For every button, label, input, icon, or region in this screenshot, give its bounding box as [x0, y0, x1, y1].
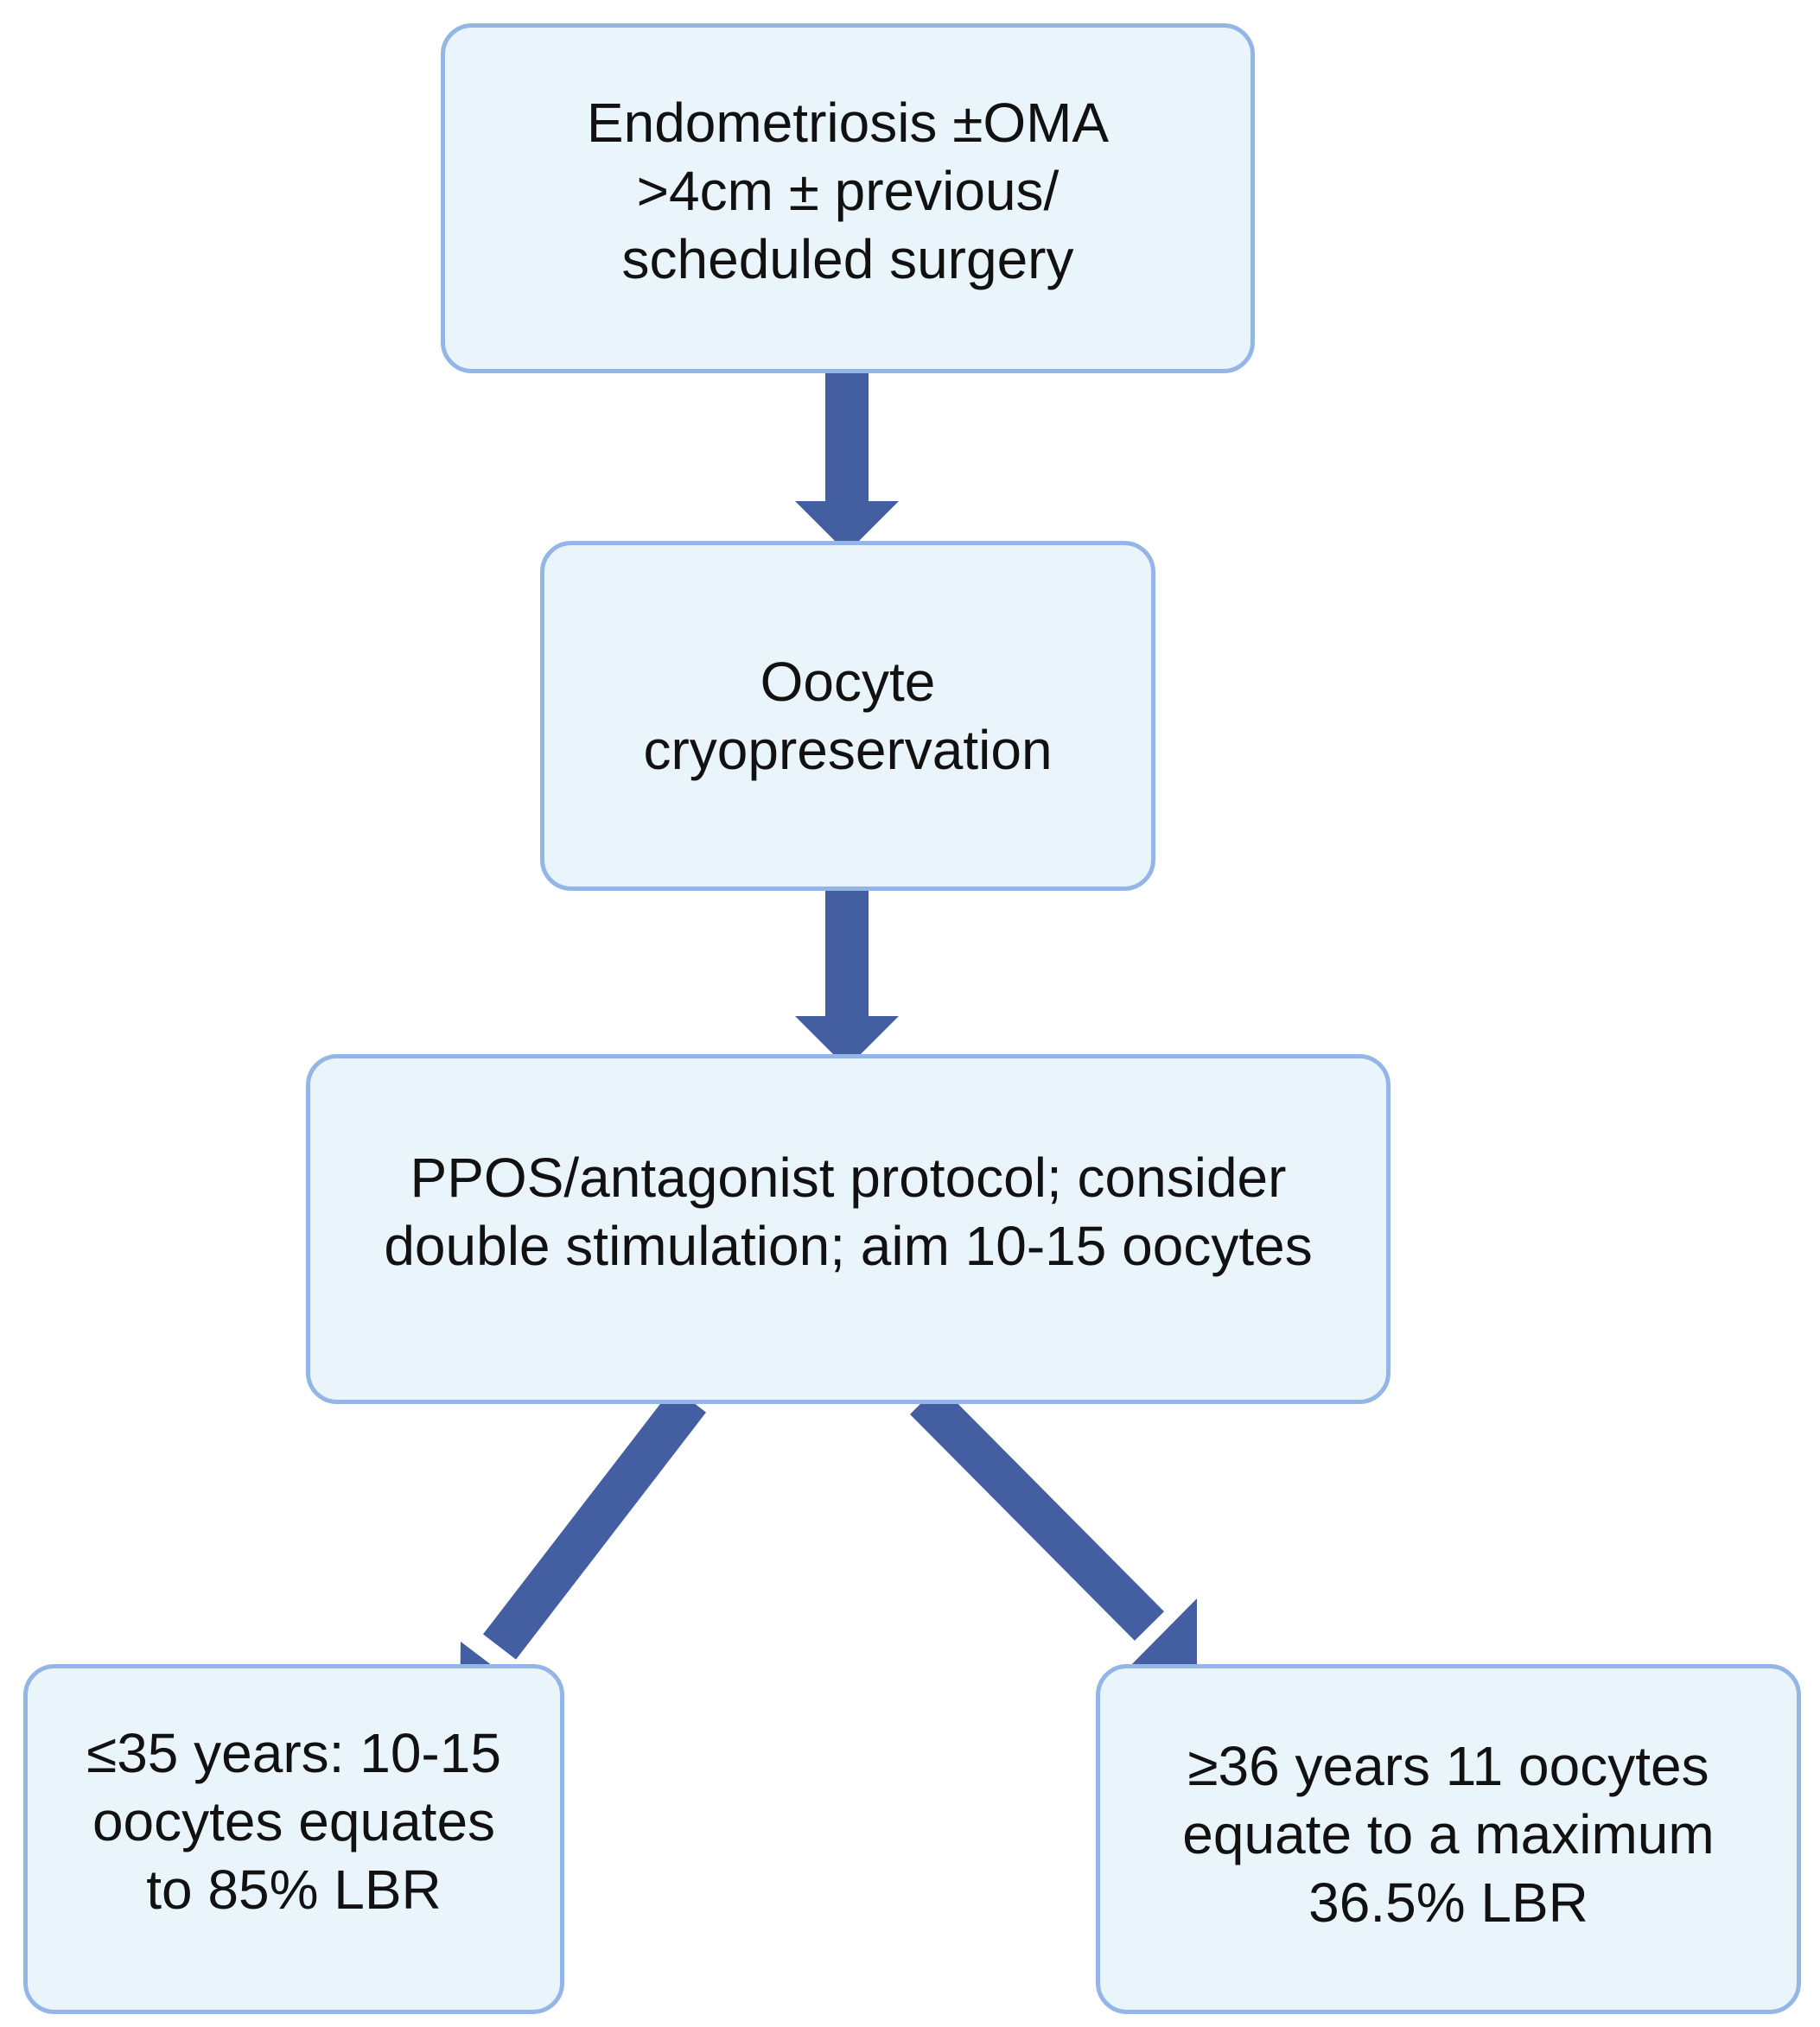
arrow-protocol-to-age-36-or-over	[909, 1385, 1197, 1673]
node-oocyte-cryopreservation: Oocyte cryopreservation	[540, 541, 1155, 891]
arrow-cryopreservation-to-protocol	[795, 889, 899, 1068]
node-age-35-or-under: ≤35 years: 10-15 oocytes equates to 85% …	[23, 1664, 564, 2014]
node-protocol-text: PPOS/antagonist protocol; consider doubl…	[384, 1146, 1313, 1277]
node-endometriosis: Endometriosis ±OMA >4cm ± previous/ sche…	[441, 23, 1255, 373]
arrow-endometriosis-to-cryopreservation	[795, 372, 899, 553]
node-age-36-or-over-text: ≥36 years 11 oocytes equate to a maximum…	[1182, 1735, 1715, 1934]
node-protocol: PPOS/antagonist protocol; consider doubl…	[306, 1054, 1390, 1404]
node-oocyte-cryopreservation-text: Oocyte cryopreservation	[643, 650, 1053, 781]
node-endometriosis-text: Endometriosis ±OMA >4cm ± previous/ sche…	[586, 92, 1110, 290]
node-age-36-or-over: ≥36 years 11 oocytes equate to a maximum…	[1096, 1664, 1801, 2014]
node-age-35-or-under-text: ≤35 years: 10-15 oocytes equates to 85% …	[86, 1722, 501, 1921]
